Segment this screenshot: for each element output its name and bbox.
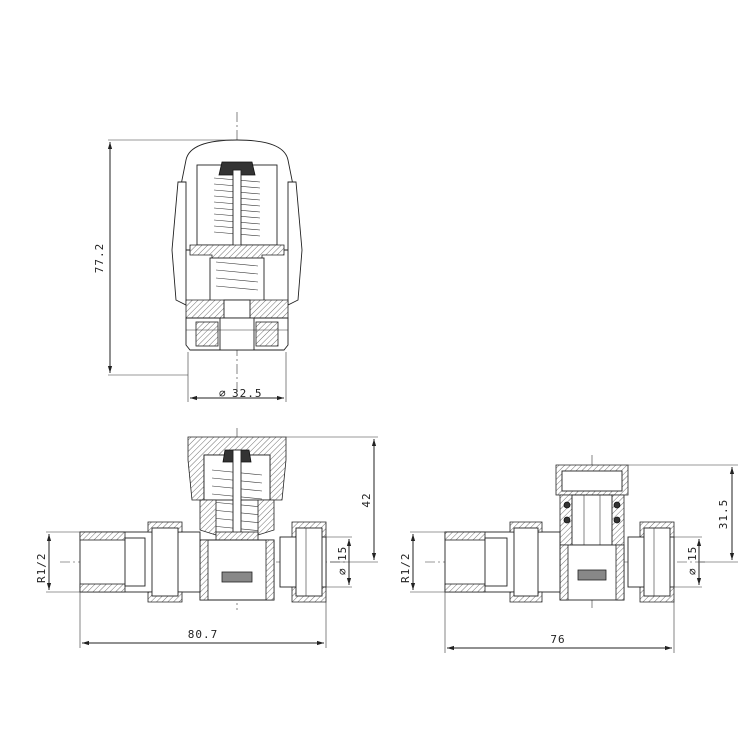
front-length-dimension-80-7: 80.7: [79, 592, 327, 648]
side-length-dimension-76: 76: [444, 592, 675, 653]
side-thread-dimension: R1/2: [399, 531, 445, 593]
side-pipe-symbol: ⌀: [686, 567, 699, 575]
front-pipe-dimension-15: ⌀ 15: [322, 536, 352, 588]
diameter-symbol: ⌀: [219, 387, 227, 400]
front-pipe-symbol: ⌀: [336, 567, 349, 575]
front-length-label: 80.7: [188, 628, 219, 641]
front-height-dimension-42: 42: [286, 436, 378, 563]
front-thread-label: R1/2: [35, 553, 48, 584]
valve-front-view: [60, 428, 345, 610]
side-pipe-label: 15: [686, 546, 699, 561]
front-height-label: 42: [360, 492, 373, 507]
thermostatic-head-view: [171, 112, 303, 395]
side-height-label: 31.5: [717, 499, 730, 530]
diameter-dim-label: 32.5: [232, 387, 263, 400]
side-thread-label: R1/2: [399, 553, 412, 584]
diameter-dimension-32-5: ⌀ 32.5: [187, 352, 287, 402]
side-length-label: 76: [550, 633, 565, 646]
side-height-dimension-31-5: 31.5: [628, 464, 738, 563]
valve-side-view: [425, 455, 705, 608]
front-thread-dimension: R1/2: [35, 531, 80, 593]
front-pipe-label: 15: [336, 546, 349, 561]
side-pipe-dimension-15: ⌀ 15: [670, 536, 702, 588]
height-dim-label: 77.2: [93, 243, 106, 274]
height-dimension-77-2: 77.2: [93, 139, 232, 376]
